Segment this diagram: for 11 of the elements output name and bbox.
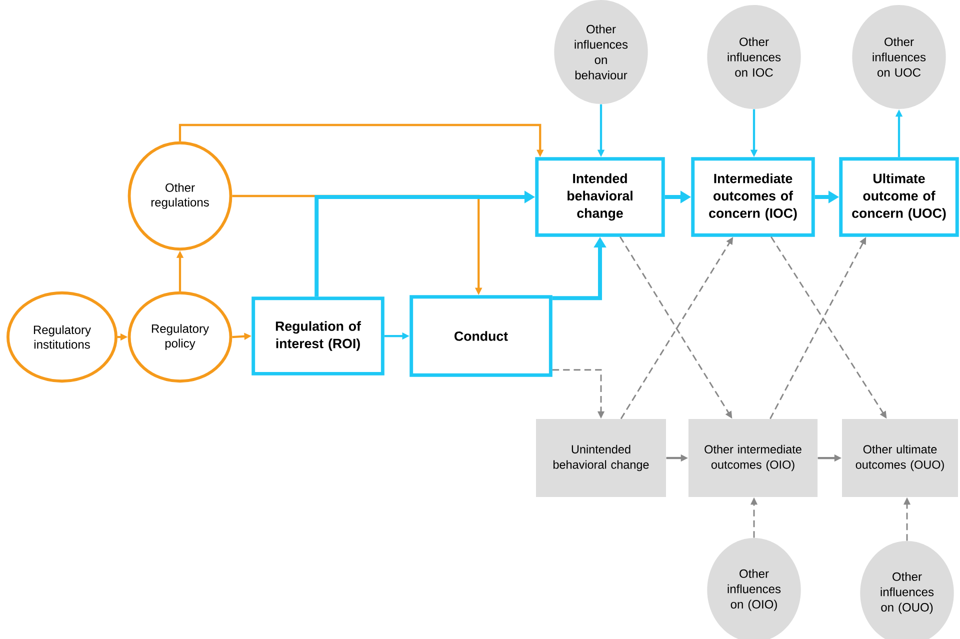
oval-node: Other regulations bbox=[128, 141, 232, 251]
process-box: Ultimate outcome of concern (UOC) bbox=[839, 157, 959, 237]
outcome-box: Other intermediate outcomes (OIO) bbox=[688, 419, 818, 497]
outcome-box: Other ultimate outcomes (OUO) bbox=[842, 419, 958, 497]
process-box: Intended behavioral change bbox=[535, 157, 665, 237]
outcome-box: Unintended behavioral change bbox=[536, 419, 666, 497]
oval-node: Regulatory policy bbox=[128, 291, 232, 383]
process-box: Conduct bbox=[410, 295, 552, 377]
oval-node: Regulatory institutions bbox=[6, 291, 118, 383]
process-box: Regulation of interest (ROI) bbox=[252, 296, 384, 376]
process-box: Intermediate outcomes of concern (IOC) bbox=[691, 157, 815, 237]
